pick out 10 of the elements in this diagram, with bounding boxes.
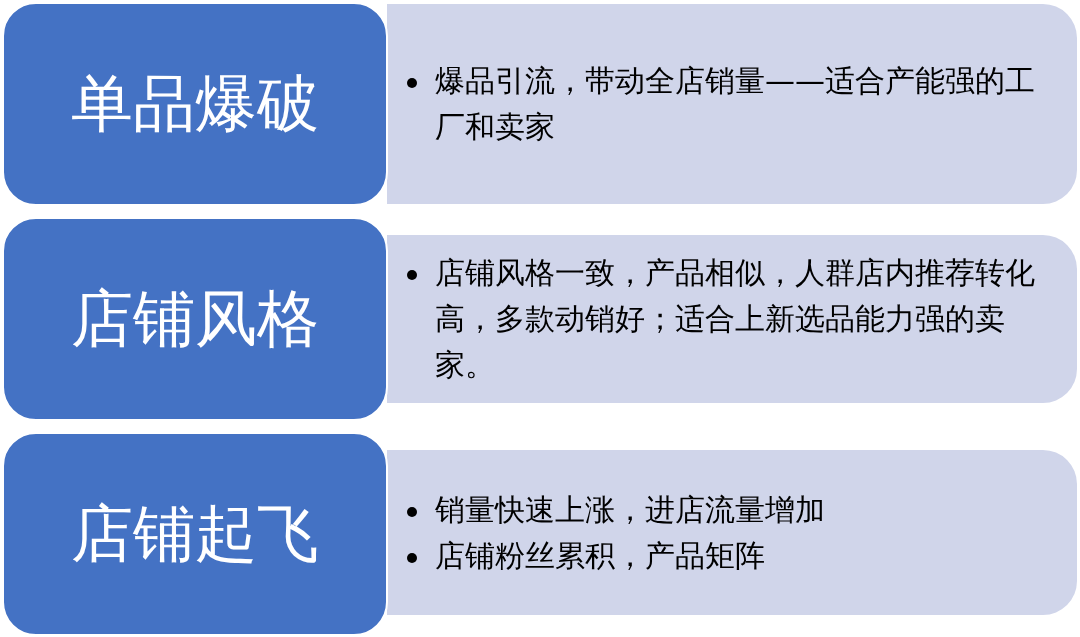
description-panel xyxy=(387,4,1077,204)
category-box: 店铺起飞 xyxy=(2,432,388,636)
description-panel xyxy=(387,450,1077,615)
bullet-text: 销量快速上涨，进店流量增加 xyxy=(435,490,826,529)
bullet-text: 爆品引流，带动全店销量——适合产能强的工厂和卖家 xyxy=(435,62,1036,146)
bullet-text: 店铺风格一致，产品相似，人群店内推荐转化高，多款动销好；适合上新选品能力强的卖家。 xyxy=(435,254,1036,384)
description-panel xyxy=(387,235,1077,403)
category-box: 店铺风格 xyxy=(2,217,388,421)
category-box: 单品爆破 xyxy=(2,2,388,206)
bullet-text: 店铺粉丝累积，产品矩阵 xyxy=(435,536,766,575)
